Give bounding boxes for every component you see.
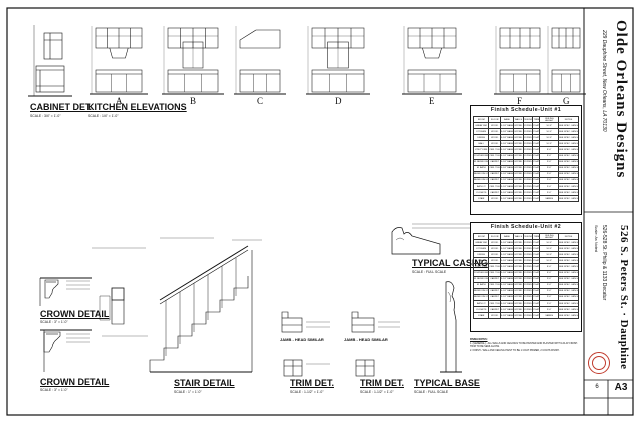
crown-detail-1-scale: SCALE : 3" = 1'-0" [40, 320, 68, 324]
schedule-cell: WOOD [488, 312, 501, 320]
finish-notes-heading: FINISH NOTES: [470, 338, 488, 341]
schedule-cell: 5-1/4" BASE [499, 312, 515, 320]
elevation-letter: C [257, 96, 264, 106]
finish-schedule-1-title: Finish Schedule-Unit #1 [490, 107, 562, 113]
typical-casing-scale: SCALE : FULL SCALE [412, 270, 447, 274]
trim-detail-2-sub: JAMB - HEAD SIMILAR [344, 337, 388, 342]
kitchen-elevations-title: KITCHEN ELEVATIONS [88, 102, 187, 112]
stair-detail-drawing [92, 237, 262, 373]
typical-base-drawing [440, 281, 462, 373]
stair-detail-title: STAIR DETAIL [174, 378, 235, 388]
firm-address: 229 Dauphine Street, New Orleans, LA 701… [601, 30, 607, 132]
sheet-total: 6 [595, 384, 599, 390]
schedule-cell: 5-1/4" BASE [499, 195, 515, 203]
schedule-cell: VARIES [539, 195, 560, 203]
typical-casing-drawing [391, 223, 470, 255]
schedule-cell: GYP.BD. [513, 312, 524, 320]
scale-note: Scale: As Noted [594, 225, 598, 253]
cabinet-det-scale: SCALE : 3/4" = 1'-0" [30, 114, 61, 118]
cabinet-detail-drawing [28, 25, 72, 97]
title-block-frame [583, 7, 634, 416]
trim-detail-2-drawing [351, 311, 400, 377]
schedule-cell: SEE SPEC. GEN.S [558, 195, 579, 203]
kitchen-elevations-drawing [90, 26, 586, 95]
elevation-letter: D [335, 96, 342, 106]
schedule-cell: P.LAT. [532, 195, 541, 203]
crown-detail-1-title: CROWN DETAIL [40, 309, 110, 319]
typical-base-scale: SCALE : FULL SCALE [414, 390, 449, 394]
elevation-letter: G [563, 96, 570, 106]
crown-detail-2-drawing [40, 329, 92, 372]
finish-schedule-2-title: Finish Schedule-Unit #2 [490, 224, 562, 230]
project-title: 526-528 St. Philip & 1133 Decatur [601, 225, 607, 301]
trim-detail-1-scale: SCALE : 1-1/2" = 1'-0" [290, 390, 324, 394]
schedule-cell: SEE SPEC. GEN.S [558, 312, 579, 320]
seal-stamp-icon [588, 352, 610, 374]
schedule-cell: STAIR [472, 195, 490, 203]
trim-detail-2-scale: SCALE : 1-1/2" = 1'-0" [360, 390, 394, 394]
cabinet-det-title: CABINET DET. [30, 102, 93, 112]
schedule-cell: STAIR [472, 312, 490, 320]
elevation-letter: F [517, 96, 523, 106]
elevation-letter: E [429, 96, 435, 106]
trim-detail-1-sub: JAMB - HEAD SIMILAR [280, 337, 324, 342]
project-title-display: 526 S. Peters St. · Dauphine [618, 225, 630, 370]
stair-detail-scale: SCALE : 1" = 1'-0" [174, 390, 202, 394]
schedule-cell: VARIES [539, 312, 560, 320]
trim-detail-1-title: TRIM DET. [290, 378, 334, 388]
elevation-letter: A [116, 96, 123, 106]
schedule-cell: WOOD [488, 195, 501, 203]
kitchen-elevations-scale: SCALE : 1/4" = 1'-0" [88, 114, 119, 118]
elevation-letter: B [190, 96, 197, 106]
schedule-cell: GYP.BD. [522, 195, 534, 203]
crown-detail-2-scale: SCALE : 3" = 1'-0" [40, 388, 68, 392]
trim-detail-1-drawing [281, 311, 330, 377]
crown-detail-1-drawing [39, 277, 92, 306]
typical-base-title: TYPICAL BASE [414, 378, 480, 388]
schedule-cell: GYP.BD. [522, 312, 534, 320]
schedule-cell: GYP.BD. [513, 195, 524, 203]
typical-casing-title: TYPICAL CASING [412, 258, 488, 268]
schedule-cell: P.LAT. [532, 312, 541, 320]
sheet-number: A3 [614, 382, 628, 393]
firm-name: Olde Orleans Designs [613, 20, 629, 179]
finish-note-1: 1. (GENERAL) - ALL WALLS AND CEILINGS TO… [470, 341, 578, 349]
finish-notes: FINISH NOTES: 1. (GENERAL) - ALL WALLS A… [470, 338, 580, 352]
trim-detail-2-title: TRIM DET. [360, 378, 404, 388]
finish-note-2: 2. FINISH - WALL AND CEILING PAINT TO BE… [470, 348, 560, 352]
crown-detail-2-title: CROWN DETAIL [40, 377, 110, 387]
